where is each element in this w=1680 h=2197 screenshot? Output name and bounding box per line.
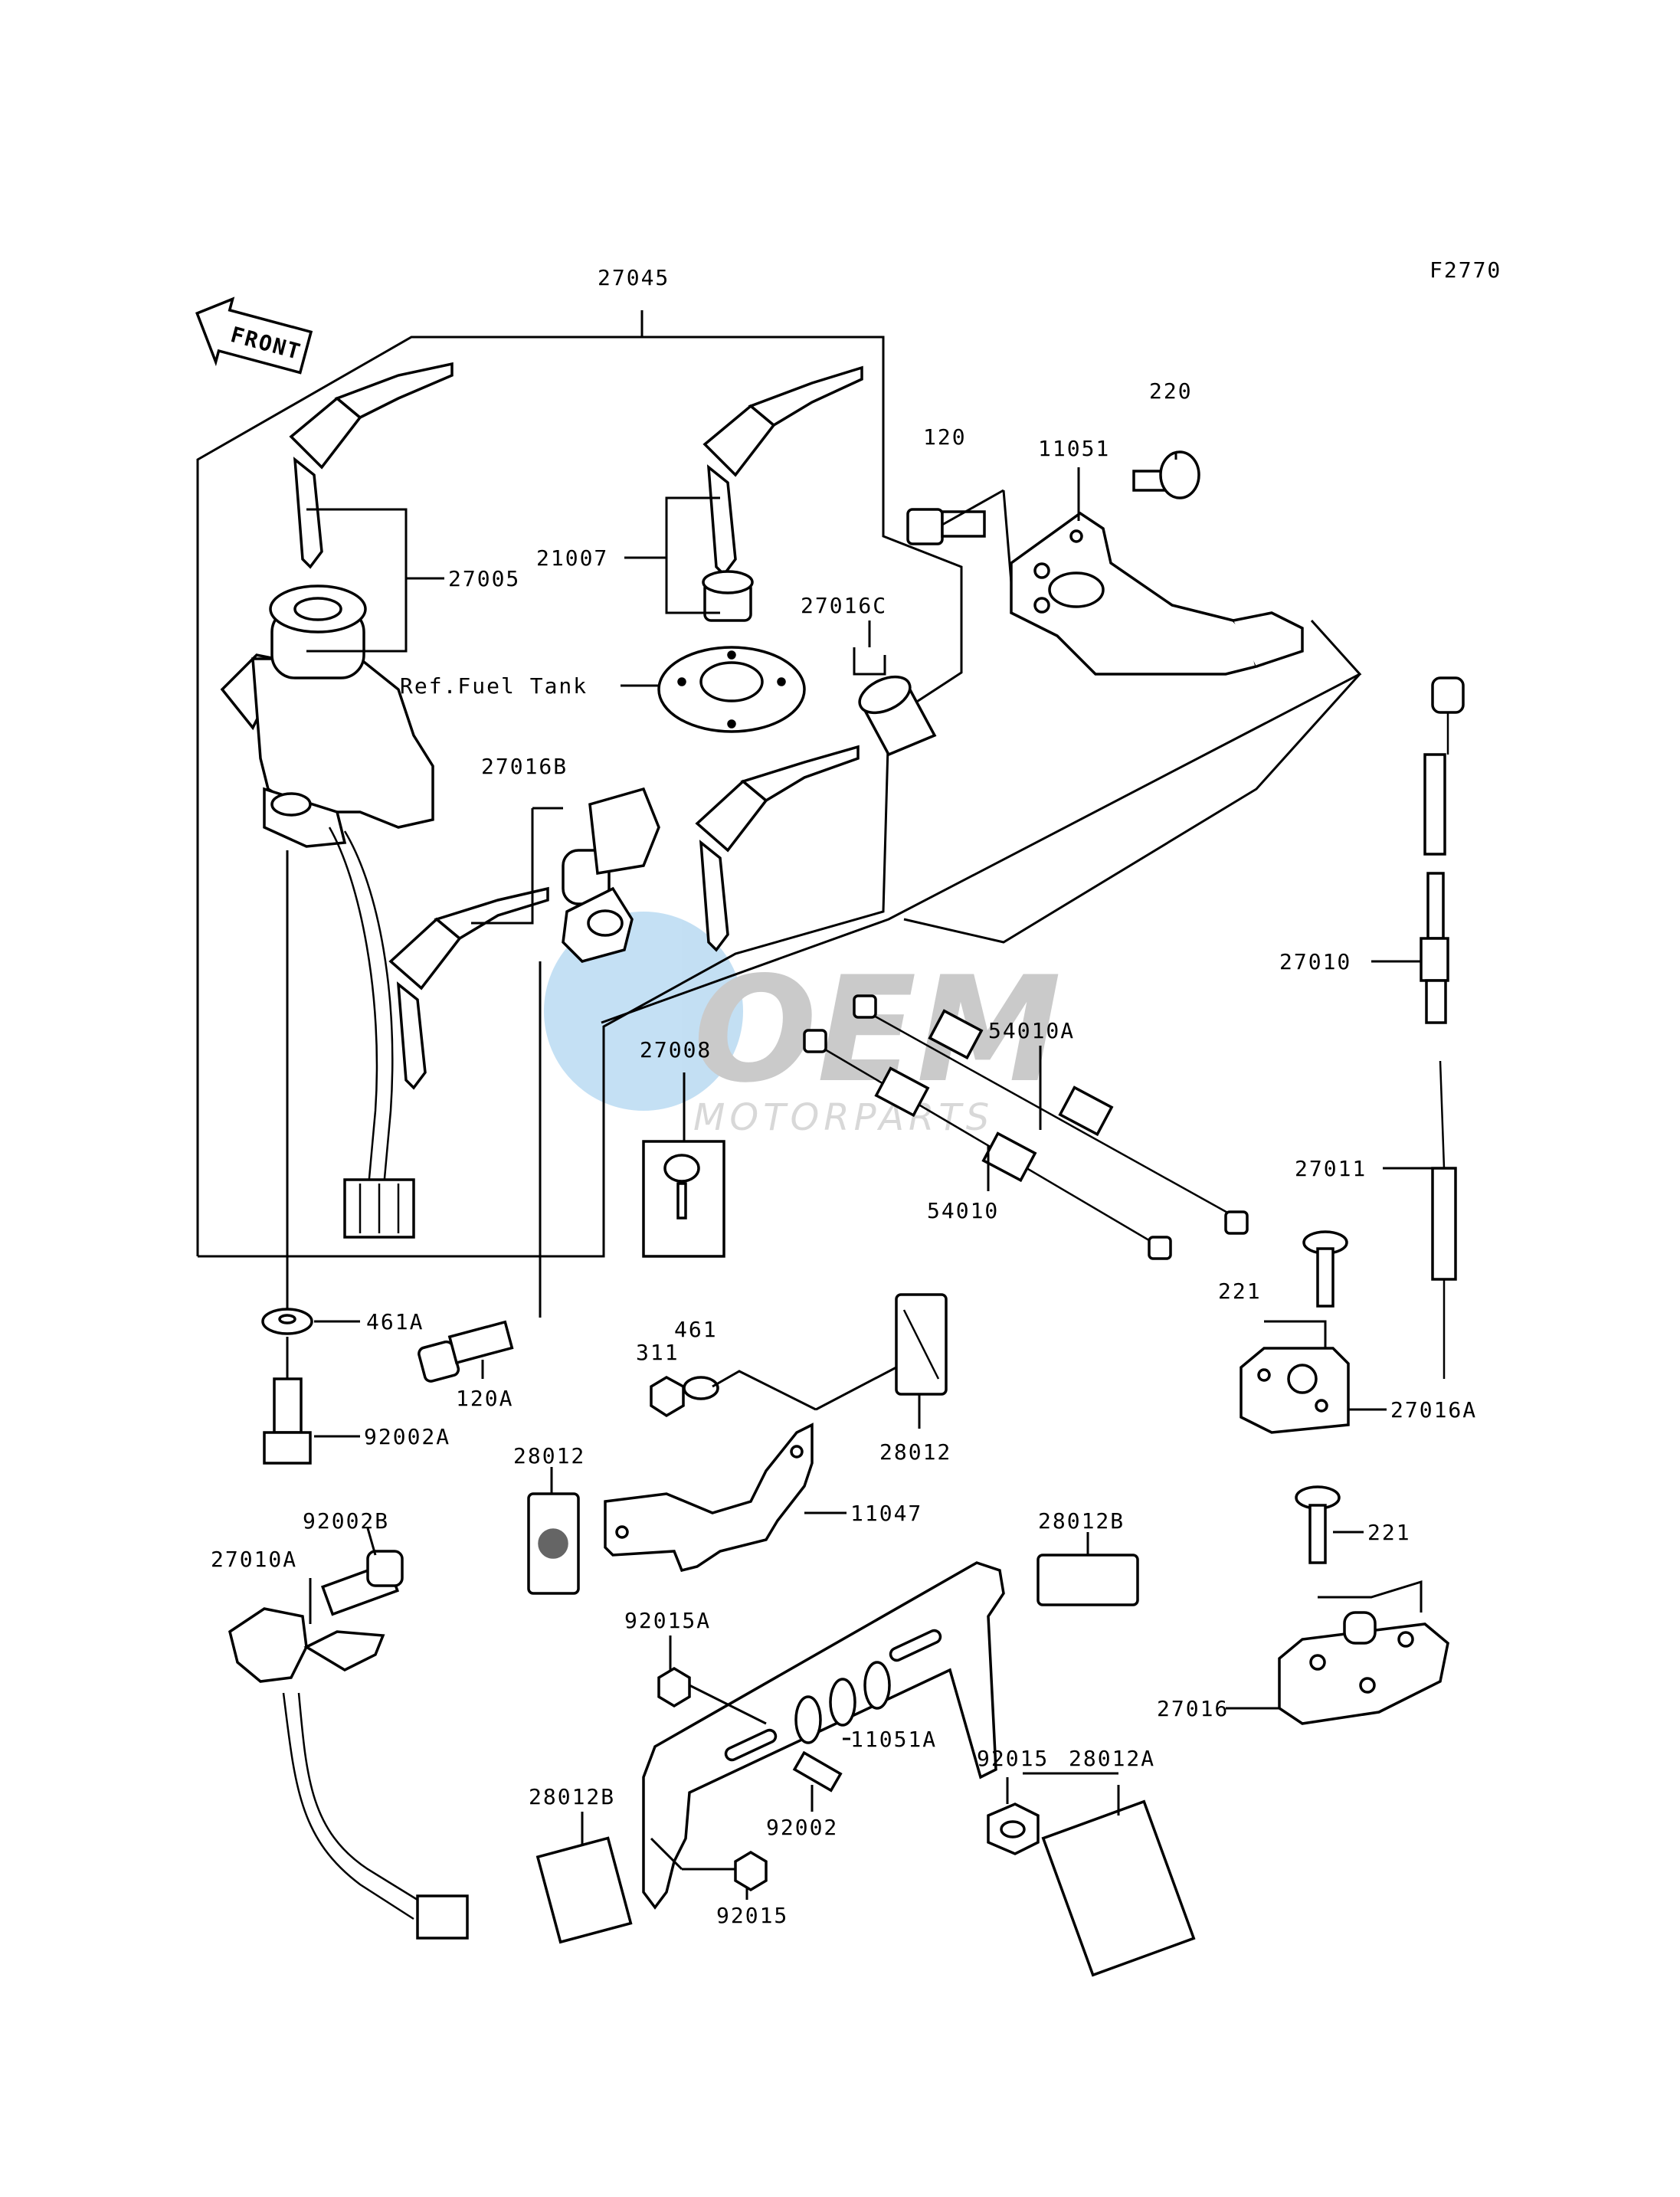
label-311: 311: [636, 1340, 680, 1365]
label-28012A: 28012A: [1069, 1746, 1155, 1771]
bracket-11047: [604, 1423, 814, 1573]
leader-lines: [306, 452, 1433, 1900]
block-27016A: [1240, 1347, 1350, 1434]
label-92015A: 92015A: [624, 1608, 711, 1633]
key-27005-top: [289, 362, 454, 569]
label-27016C: 27016C: [801, 593, 887, 618]
label-54010: 54010: [927, 1198, 999, 1223]
keycard-27008: [642, 1140, 725, 1258]
label-11047: 11047: [850, 1501, 922, 1526]
spring-27011: [1431, 1060, 1457, 1379]
nut-92015-bottom: [734, 1850, 768, 1892]
label-220: 220: [1149, 378, 1193, 404]
watermark-logo: OEM MOTORPARTS: [544, 912, 1061, 1139]
label-28012B-right: 28012B: [1038, 1508, 1125, 1534]
pad-28012-left: [527, 1492, 580, 1595]
bracket-11051: [1010, 511, 1304, 676]
label-92002: 92002: [766, 1815, 838, 1840]
bracket-11051A: [642, 1561, 1005, 1910]
figure-code: F2770: [1429, 257, 1502, 283]
screw-221-bottom: [1295, 1485, 1341, 1564]
switch-27010A: [228, 1550, 469, 1940]
label-28012B-left: 28012B: [529, 1784, 615, 1809]
switch-27010: [1420, 676, 1465, 1024]
label-27005: 27005: [448, 566, 520, 591]
label-461: 461: [674, 1317, 718, 1342]
label-27008: 27008: [640, 1037, 712, 1062]
ignition-switch-27005: [220, 584, 434, 1239]
bolt-120: [906, 508, 986, 545]
label-28012-left: 28012: [513, 1443, 585, 1468]
cable-54010: [803, 1029, 1172, 1260]
lock-27016B: [562, 787, 660, 963]
pad-28012B-right: [1036, 1554, 1139, 1606]
label-27011: 27011: [1295, 1156, 1367, 1181]
label-21007: 21007: [536, 545, 608, 571]
label-28012-top: 28012: [879, 1439, 951, 1465]
key-27016B: [388, 886, 549, 1090]
label-120: 120: [923, 424, 967, 450]
part-labels: 27045 27005 21007 Ref.Fuel Tank 27016C 2…: [211, 265, 1477, 1928]
label-ref-fuel-tank: Ref.Fuel Tank: [400, 673, 588, 699]
block-27016: [1278, 1611, 1449, 1725]
screw-220: [1132, 450, 1200, 499]
label-120A: 120A: [456, 1386, 513, 1411]
nut-92015A: [657, 1666, 691, 1708]
label-27010A: 27010A: [211, 1547, 297, 1572]
label-461A: 461A: [366, 1309, 424, 1334]
label-92002A: 92002A: [364, 1424, 450, 1449]
label-221-top: 221: [1218, 1279, 1262, 1304]
label-92002B: 92002B: [303, 1508, 389, 1534]
key-27016C: [695, 745, 860, 952]
label-11051: 11051: [1038, 436, 1110, 461]
bolt-92002: [792, 1750, 843, 1793]
nut-92015-right: [987, 1802, 1040, 1855]
label-92015-bottom: 92015: [716, 1903, 788, 1928]
fuel-tank-cap: [657, 646, 806, 733]
label-11051A: 11051A: [850, 1727, 937, 1752]
lock-cylinder-27016C: [858, 675, 937, 757]
bolt-92002A: [263, 1377, 312, 1465]
pad-28012A: [1041, 1799, 1196, 1977]
bolt-120A: [418, 1320, 514, 1383]
watermark-bottom: MOTORPARTS: [693, 1096, 994, 1139]
label-54010A: 54010A: [988, 1018, 1075, 1043]
nut-311: [650, 1375, 685, 1418]
label-27016A: 27016A: [1390, 1397, 1477, 1423]
label-27010: 27010: [1279, 949, 1351, 974]
cable-54010A: [853, 994, 1249, 1235]
pad-28012-top: [895, 1293, 948, 1396]
label-221-bottom: 221: [1367, 1520, 1411, 1545]
key-21007: [702, 365, 863, 577]
washer-461A: [261, 1308, 313, 1335]
pad-28012B-left: [535, 1836, 633, 1944]
washer-461: [683, 1376, 719, 1400]
label-27016B: 27016B: [481, 754, 568, 779]
label-27045: 27045: [598, 265, 670, 290]
front-arrow: FRONT: [195, 296, 313, 375]
label-27016: 27016: [1157, 1696, 1229, 1721]
cap-21007: [702, 570, 754, 622]
screw-221-top: [1302, 1230, 1348, 1308]
kit-27045-outline: [196, 310, 1362, 1258]
label-92015-right: 92015: [977, 1746, 1049, 1771]
